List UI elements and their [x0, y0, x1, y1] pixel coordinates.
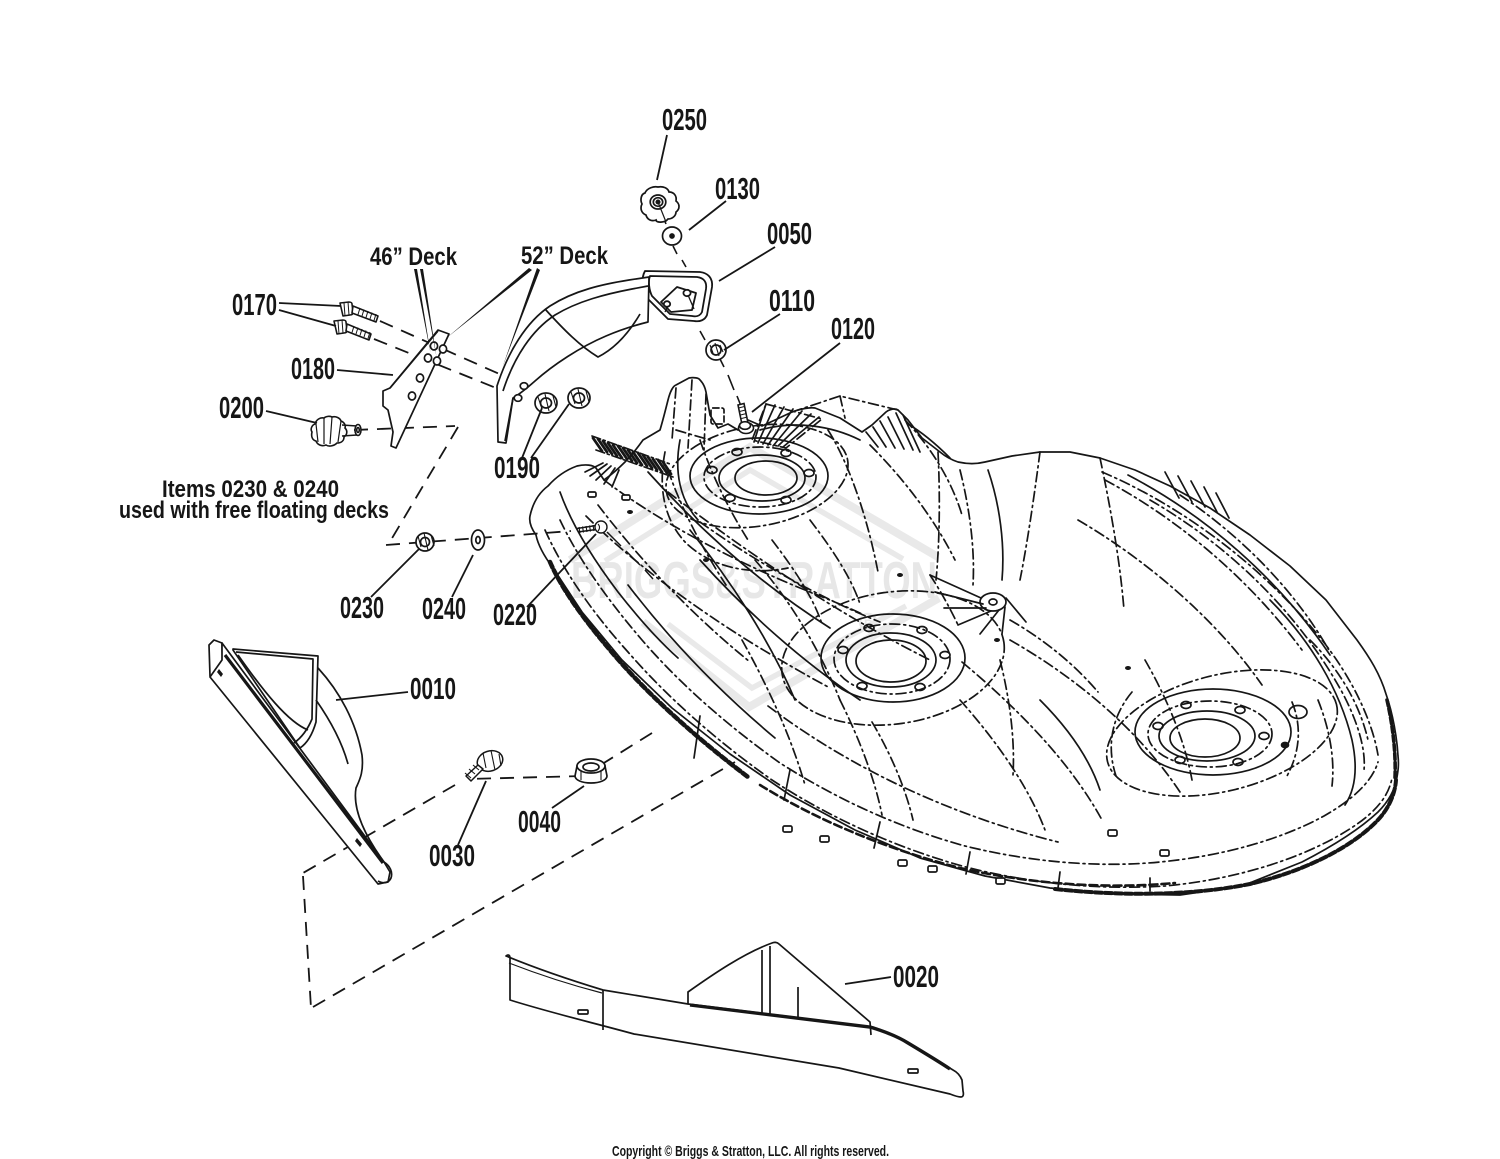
svg-text:0220: 0220: [493, 597, 537, 632]
svg-text:Copyright © Briggs & Stratton,: Copyright © Briggs & Stratton, LLC. All …: [612, 1143, 889, 1159]
svg-text:0040: 0040: [518, 804, 561, 839]
svg-text:52” Deck: 52” Deck: [521, 242, 608, 270]
svg-text:0020: 0020: [893, 959, 939, 994]
svg-text:used with free floating decks: used with free floating decks: [119, 497, 389, 524]
svg-text:Items 0230 & 0240: Items 0230 & 0240: [162, 476, 339, 503]
svg-text:0120: 0120: [831, 311, 875, 346]
svg-text:0180: 0180: [291, 351, 335, 386]
svg-text:R: R: [864, 617, 873, 631]
svg-text:0010: 0010: [410, 671, 456, 706]
svg-text:0170: 0170: [232, 287, 277, 322]
svg-text:0030: 0030: [429, 838, 475, 873]
svg-text:0050: 0050: [767, 216, 812, 251]
svg-text:BRIGGS&STRATTON: BRIGGS&STRATTON: [571, 552, 937, 610]
svg-text:0130: 0130: [715, 171, 760, 206]
svg-text:0110: 0110: [769, 283, 815, 318]
svg-text:0250: 0250: [662, 102, 707, 137]
svg-text:0230: 0230: [340, 590, 384, 625]
svg-text:0190: 0190: [494, 450, 540, 485]
svg-text:46” Deck: 46” Deck: [370, 243, 457, 271]
svg-text:0240: 0240: [422, 591, 466, 626]
svg-text:0200: 0200: [219, 390, 264, 425]
